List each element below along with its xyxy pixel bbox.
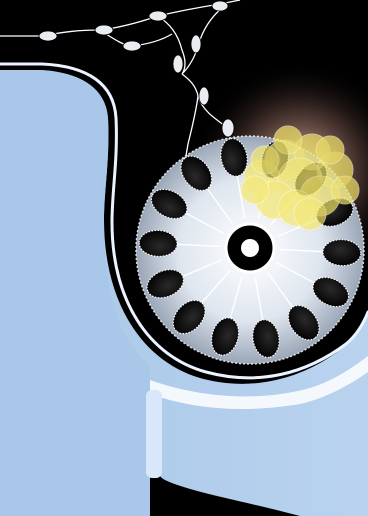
- tumor-cell: [331, 176, 359, 204]
- duct-node: [199, 87, 209, 105]
- duct-node: [149, 11, 167, 21]
- terminal-duct-lumen: [241, 239, 259, 257]
- duct-node: [212, 1, 228, 11]
- tumor-cell: [241, 176, 269, 204]
- duct-node: [39, 31, 57, 41]
- tumor-cell: [274, 126, 302, 154]
- duct-node: [173, 55, 183, 73]
- tumor-cell: [294, 198, 326, 230]
- duct-node: [95, 25, 113, 35]
- duct-channel: [146, 390, 162, 478]
- duct-node: [123, 41, 141, 51]
- duct-node: [222, 119, 234, 137]
- tumor-cell: [251, 146, 279, 174]
- tumor-cell: [316, 136, 344, 164]
- duct-node: [191, 35, 201, 53]
